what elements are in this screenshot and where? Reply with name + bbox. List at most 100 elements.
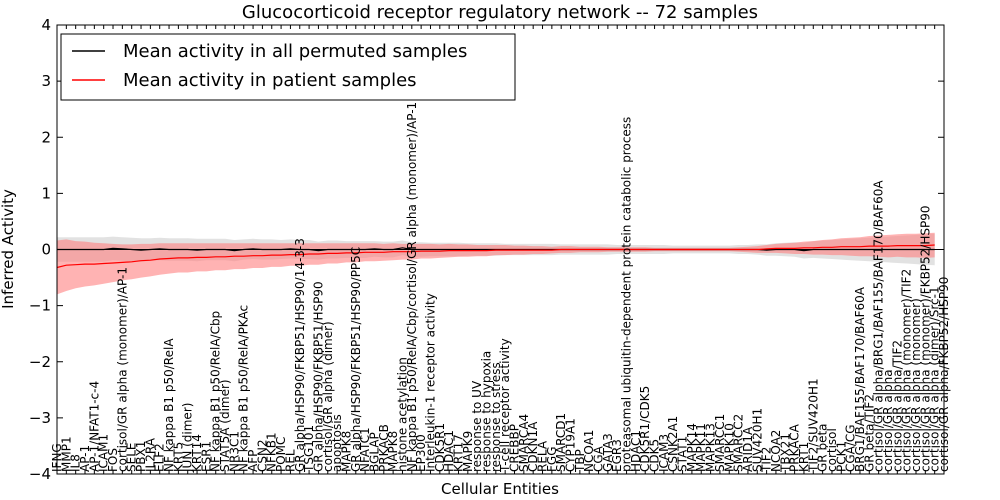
x-tick-label: T-cell receptor activity [498,338,512,473]
y-tick-label: 2 [41,128,51,146]
y-tick-label: 1 [41,184,51,202]
x-tick-label: apoptosis [330,414,344,472]
x-tick-label: NF kappa B1 p50/RelA/Cbp/cortisol/GR alp… [405,102,419,472]
y-tick-label: 0 [41,241,51,259]
x-tick-label: MAPK8 [339,431,353,472]
x-tick-label: cortisol/GR alpha (monomer)/FKBP52/HSP90 [918,205,932,472]
x-tick-label: CSNK2A1 [666,416,680,472]
x-tick-label: IL2RA [143,437,157,472]
x-tick-label: STAT5A (dimer) [218,379,232,472]
x-tick-label: AP-1/NFAT1-c-4 [87,381,101,472]
x-tick-label: NF kappa B1 p50/RelA/PKAc [237,305,251,472]
x-tick-label: Interleukin-1 receptor activity [424,293,438,472]
x-tick-label: SMARCC2 [732,414,746,472]
x-tick-label: NFKB1 [265,432,279,472]
y-tick-label: 3 [41,72,51,90]
x-tick-label: SMARCD1 [554,413,568,472]
x-tick-label: response to stress [489,362,503,472]
x-tick-label: PRKACB [377,424,391,472]
x-tick-label: histone acetylation [396,357,410,472]
x-tick-label: GR alpha/HSP90/FKBP51/HSP90/PP5C [349,247,363,472]
x-tick-label: POMC [274,437,288,472]
x-tick-label: RELA [536,440,550,472]
x-tick-label: NF kappa B1 p50/RelA/Cbp [209,311,223,472]
x-tick-label: PBX1 [134,441,148,472]
x-tick-label: ESR1 [199,441,213,472]
x-tick-label: GR beta/TIF2 [862,394,876,472]
x-tick-label: EGR3 [610,439,624,472]
legend: Mean activity in all permuted samplesMea… [60,33,516,101]
x-tick-label: cortisol/GR alpha/BRG1/BAF155/BAF170/BAF… [872,180,886,472]
series-band-2 [57,232,935,295]
x-tick-label: response to hypoxia [480,351,494,472]
x-tick-label: GATA3 [601,433,615,472]
x-tick-label: FGG [545,447,559,473]
x-tick-label: CDK5 [648,439,662,472]
x-tick-label: TIF2/SUV420H1 [806,378,820,473]
x-tick-label: MAPK14 [685,423,699,472]
x-tick-label: PRKACA [788,423,802,472]
x-tick-label: CGA [592,445,606,472]
x-tick-label: REL [283,449,297,472]
x-tick-label: GR beta [816,423,830,472]
x-tick-label: SUV420H1 [750,408,764,472]
x-tick-label: STAT1 [676,436,690,472]
x-tick-label: cortisol [825,428,839,472]
x-tick-label: KRT5 [171,442,185,472]
x-tick-label: cortisol/GR alpha (monomer)/TIF2 [900,269,914,472]
x-tick-label: ICAM3 [657,434,671,472]
y-tick-label: −3 [29,409,51,427]
plot-area: IFNGMMP1IL8AP-1AP-1/NFAT1-c-4ICAM1FOScor… [29,16,951,483]
x-tick-label: TIF2 [760,447,774,473]
x-tick-label: TSG101 [302,425,316,473]
x-tick-label: AFP [246,450,260,472]
x-tick-label: HDAC1 [629,430,643,472]
x-tick-label: KRT14 [190,434,204,472]
x-tick-label: SMARCC1 [713,414,727,472]
x-tick-label: MAPK8 [386,431,400,472]
x-tick-label: PCK1 [834,441,848,472]
x-tick-label: MAPK11 [694,423,708,472]
x-tick-label: NF kappa B1 p50/RelA [162,338,176,472]
y-tick-label: −1 [29,297,51,315]
x-tick-label: GR alpha/HSP90/FKBP51/HSP90/14-3-3 [293,238,307,472]
x-tick-label: KRT1 [797,442,811,472]
x-tick-label: NCOA2 [769,430,783,472]
x-tick-label: ARID1A [741,426,755,472]
x-tick-label: KRT17 [452,434,466,472]
y-tick-label: −2 [29,353,51,371]
legend-entry: Mean activity in patient samples [123,70,417,91]
x-tick-label: EP300 [414,434,428,472]
x-tick-label: TBP [573,449,587,473]
x-tick-label: MAPK13 [704,423,718,472]
x-tick-label: MAPK9 [461,431,475,472]
legend-entry: Mean activity in all permuted samples [123,41,467,62]
x-tick-label: cortisol/GR alpha (monomer)/AP-1 [115,267,129,472]
series-line-2 [56,244,935,269]
x-tick-label: cortisol/GR alpha/TIF2 [890,340,904,472]
x-tick-label: cortisol/GR alpha (monomer) [909,298,923,472]
x-tick-label: cortisol/GR alpha (dimer) [321,321,335,472]
x-tick-label: GR alpha/HSP90/FKBP51/HSP90 [311,281,325,472]
x-tick-label: NCOA1 [582,430,596,472]
x-tick-label: CDKN1A [526,421,540,472]
x-tick-label: FOS [106,448,120,472]
x-tick-label: ELF2 [153,443,167,472]
x-axis-label: Cellular Entities [441,480,559,498]
x-tick-label: cortisol/GR alpha (dimer)/Src-1 [928,286,942,472]
y-axis-label: Inferred Activity [0,189,17,309]
x-tick-label: HDAC1 [442,430,456,472]
x-tick-label: response to UV [470,380,484,472]
x-tick-label: CREBBP [508,424,522,472]
chart-title: Glucocorticoid receptor regulatory netwo… [242,2,758,23]
x-tick-label: MAPK10 [722,423,736,472]
x-tick-label: ICAM1 [97,434,111,472]
x-tick-label: cortisol/GR alpha [881,369,895,472]
x-tick-label: NR3C1 [227,431,241,472]
x-tick-label: CDK5R1 [433,423,447,472]
x-tick-label: SELE [125,443,139,472]
y-tick-label: −4 [29,465,51,483]
x-tick-label: BRG1/BAF155/BAF170/BAF60A [853,286,867,472]
x-tick-label: CYP19A1 [564,418,578,472]
x-tick-label: AP-1 [78,445,92,472]
